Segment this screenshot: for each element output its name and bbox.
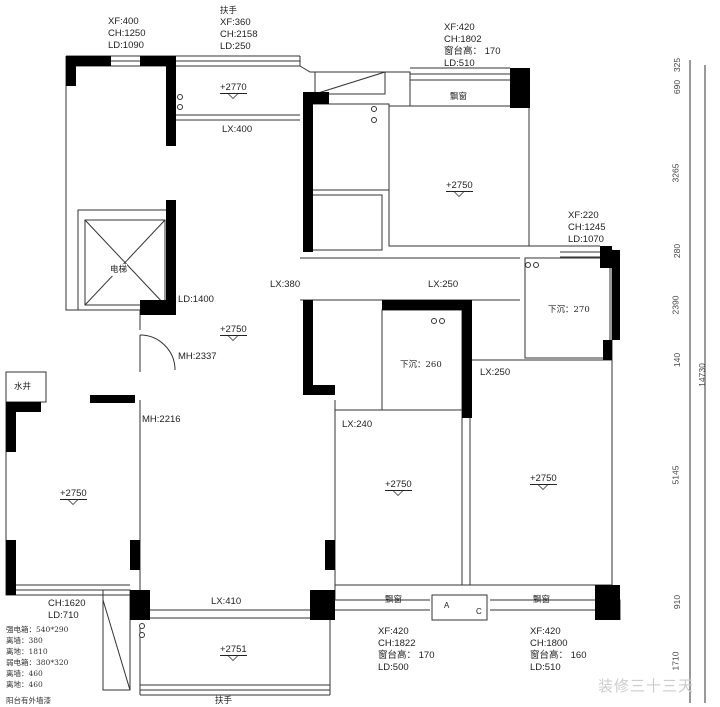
window-spec-1: XF:400 CH:1250 LD:1090 xyxy=(108,16,146,52)
window-spec-2: 扶手 XF:360 CH:2158 LD:250 xyxy=(220,5,258,53)
level-mark: +2750 xyxy=(446,180,473,197)
note-line: 离地：1810 xyxy=(6,647,48,656)
spec-ch: CH:1245 xyxy=(568,222,606,233)
dimension-label: 1710 xyxy=(670,651,681,671)
spec-ch: CH:2158 xyxy=(220,29,258,40)
bay-window-label: 飘窗 xyxy=(533,595,551,605)
spec-sill: 窗台高： 170 xyxy=(444,46,501,57)
spec-ld: LD:510 xyxy=(444,58,475,69)
beam-label: LD:1400 xyxy=(178,294,214,305)
spec-ld: LD:510 xyxy=(530,662,561,673)
door-height-label: MH:2216 xyxy=(142,414,181,425)
electrical-notes: 强电箱：540*290 离墙：380 离地：1810 弱电箱：380*320 离… xyxy=(6,624,68,706)
dimension-label: 3265 xyxy=(670,163,681,183)
spec-ch: CH:1250 xyxy=(108,28,146,39)
beam-label: LX:380 xyxy=(270,279,301,290)
beam-label: LX:250 xyxy=(428,279,459,290)
dimension-label: 280 xyxy=(672,243,683,259)
beam-label: LX:240 xyxy=(342,419,373,430)
dimension-label: 910 xyxy=(672,594,683,610)
note-line: 离墙：460 xyxy=(6,669,43,678)
spec-sill: 窗台高： 170 xyxy=(378,650,435,661)
spec-sill: 窗台高： 160 xyxy=(530,650,587,661)
window-spec-7: XF:420 CH:1800 窗台高： 160 LD:510 xyxy=(530,626,587,674)
spec-ld: LD:250 xyxy=(220,41,251,52)
window-spec-6: XF:420 CH:1822 窗台高： 170 LD:500 xyxy=(378,626,435,674)
outlets xyxy=(139,94,539,638)
level-mark: +2770 xyxy=(220,82,247,99)
wall-outline xyxy=(65,56,141,330)
bay-window-label: 飘窗 xyxy=(450,92,468,102)
spec-xf: XF:420 xyxy=(378,626,409,637)
sunken-floor-label: 下沉：260 xyxy=(400,360,442,370)
watermark: 装修三十三天 xyxy=(598,677,695,695)
spec-ch: CH:1822 xyxy=(378,638,416,649)
ac-label-c: C xyxy=(476,607,482,616)
beam-label: LX:400 xyxy=(222,124,253,135)
note-line: 阳台有外墙漆 xyxy=(6,696,51,705)
level-mark: +2750 xyxy=(530,473,557,490)
elevator-label: 电梯 xyxy=(110,264,128,276)
window-spec-5: CH:1620 LD:710 xyxy=(48,598,86,622)
bay-window-label: 飘窗 xyxy=(385,595,403,605)
door-height-label: MH:2337 xyxy=(178,351,217,362)
level-mark: +2750 xyxy=(385,479,412,496)
spec-ch: CH:1800 xyxy=(530,638,568,649)
note-line: 强电箱：540*290 xyxy=(6,625,69,634)
spec-xf: XF:400 xyxy=(108,16,139,27)
spec-ld: LD:1070 xyxy=(568,234,604,245)
walls-solid xyxy=(6,56,620,620)
dimension-label: 325 xyxy=(672,57,683,73)
handrail-label: 扶手 xyxy=(220,6,238,16)
note-line: 弱电箱：380*320 xyxy=(6,658,69,667)
spec-ld: LD:710 xyxy=(48,610,79,621)
dimension-label: 5145 xyxy=(670,465,681,485)
beam-label: LX:250 xyxy=(480,367,511,378)
spec-ch: CH:1802 xyxy=(444,34,482,45)
dimension-label: 690 xyxy=(672,79,683,95)
level-mark: +2751 xyxy=(220,644,247,661)
spec-ld: LD:1090 xyxy=(108,40,144,51)
beam-label: LX:410 xyxy=(211,596,242,607)
total-dimension-label: 14730 xyxy=(696,363,707,387)
level-mark: +2750 xyxy=(60,488,87,505)
level-mark: +2750 xyxy=(220,324,247,341)
dimension-label: 2390 xyxy=(670,295,681,315)
water-well-label: 水井 xyxy=(14,382,32,392)
spec-xf: XF:360 xyxy=(220,17,251,28)
ac-label-a: A xyxy=(444,601,450,610)
spec-xf: XF:220 xyxy=(568,210,599,221)
sunken-floor-label: 下沉：270 xyxy=(548,305,590,315)
note-line: 离地：460 xyxy=(6,680,43,689)
spec-ld: LD:500 xyxy=(378,662,409,673)
handrail-label: 扶手 xyxy=(215,696,233,706)
dimension-label: 140 xyxy=(672,352,683,368)
spec-ch: CH:1620 xyxy=(48,598,86,609)
note-line: 离墙：380 xyxy=(6,636,43,645)
spec-xf: XF:420 xyxy=(444,22,475,33)
window-spec-3: XF:420 CH:1802 窗台高： 170 LD:510 xyxy=(444,22,501,70)
spec-xf: XF:420 xyxy=(530,626,561,637)
window-spec-4: XF:220 CH:1245 LD:1070 xyxy=(568,210,606,246)
